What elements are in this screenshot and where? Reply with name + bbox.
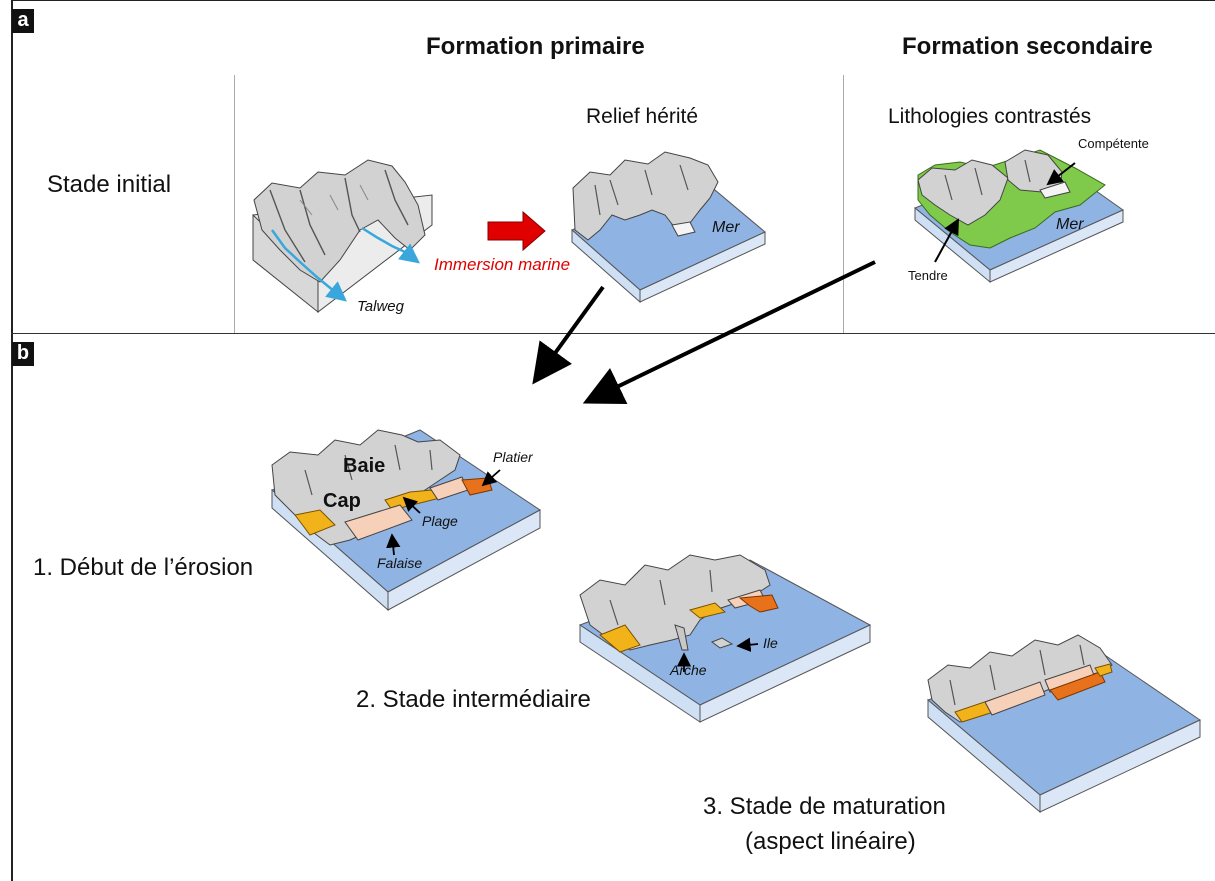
stage-initial-label: Stade initial [47, 171, 172, 198]
frame-left-line [11, 0, 13, 881]
panel-divider [11, 333, 1215, 334]
panel-label-a: a [12, 9, 34, 33]
label-platier: Platier [493, 449, 533, 465]
label-cap: Cap [323, 490, 361, 512]
stage3-label-line1: 3. Stade de maturation [703, 793, 946, 820]
red-arrow [487, 210, 546, 252]
stage1-block [271, 429, 541, 612]
lithologies-block [914, 149, 1125, 284]
label-tendre: Tendre [908, 268, 948, 283]
label-mer-block2: Mer [712, 219, 740, 236]
arrow-secondary-to-b [582, 260, 876, 405]
label-arche: Arche [670, 662, 707, 678]
label-mer-block3: Mer [1056, 216, 1084, 233]
label-competente: Compétente [1078, 136, 1149, 151]
label-immersion-marine: Immersion marine [434, 255, 571, 274]
stage2-label: 2. Stade intermédiaire [356, 686, 591, 713]
label-ile: Ile [763, 635, 778, 651]
label-baie: Baie [343, 455, 386, 477]
lithologies-label: Lithologies contrastés [888, 105, 1092, 128]
frame-top-line [11, 0, 1215, 1]
stage3-block [927, 634, 1202, 814]
initial-relief-block [252, 159, 433, 314]
arrow-primary-to-b [532, 285, 605, 385]
column-divider-right [843, 75, 844, 333]
column-divider-left [234, 75, 235, 333]
relief-herite-label: Relief hérité [586, 105, 699, 128]
stage2-block [578, 554, 872, 723]
label-falaise: Falaise [377, 555, 423, 571]
header-secondary: Formation secondaire [902, 33, 1153, 60]
stage1-label: 1. Début de l’érosion [33, 554, 254, 581]
label-talweg: Talweg [357, 298, 404, 315]
stage3-label-line2: (aspect linéaire) [745, 828, 916, 855]
panel-label-b: b [12, 342, 34, 366]
header-primary: Formation primaire [426, 33, 645, 60]
label-plage: Plage [422, 513, 458, 529]
relief-herite-block [571, 151, 766, 304]
